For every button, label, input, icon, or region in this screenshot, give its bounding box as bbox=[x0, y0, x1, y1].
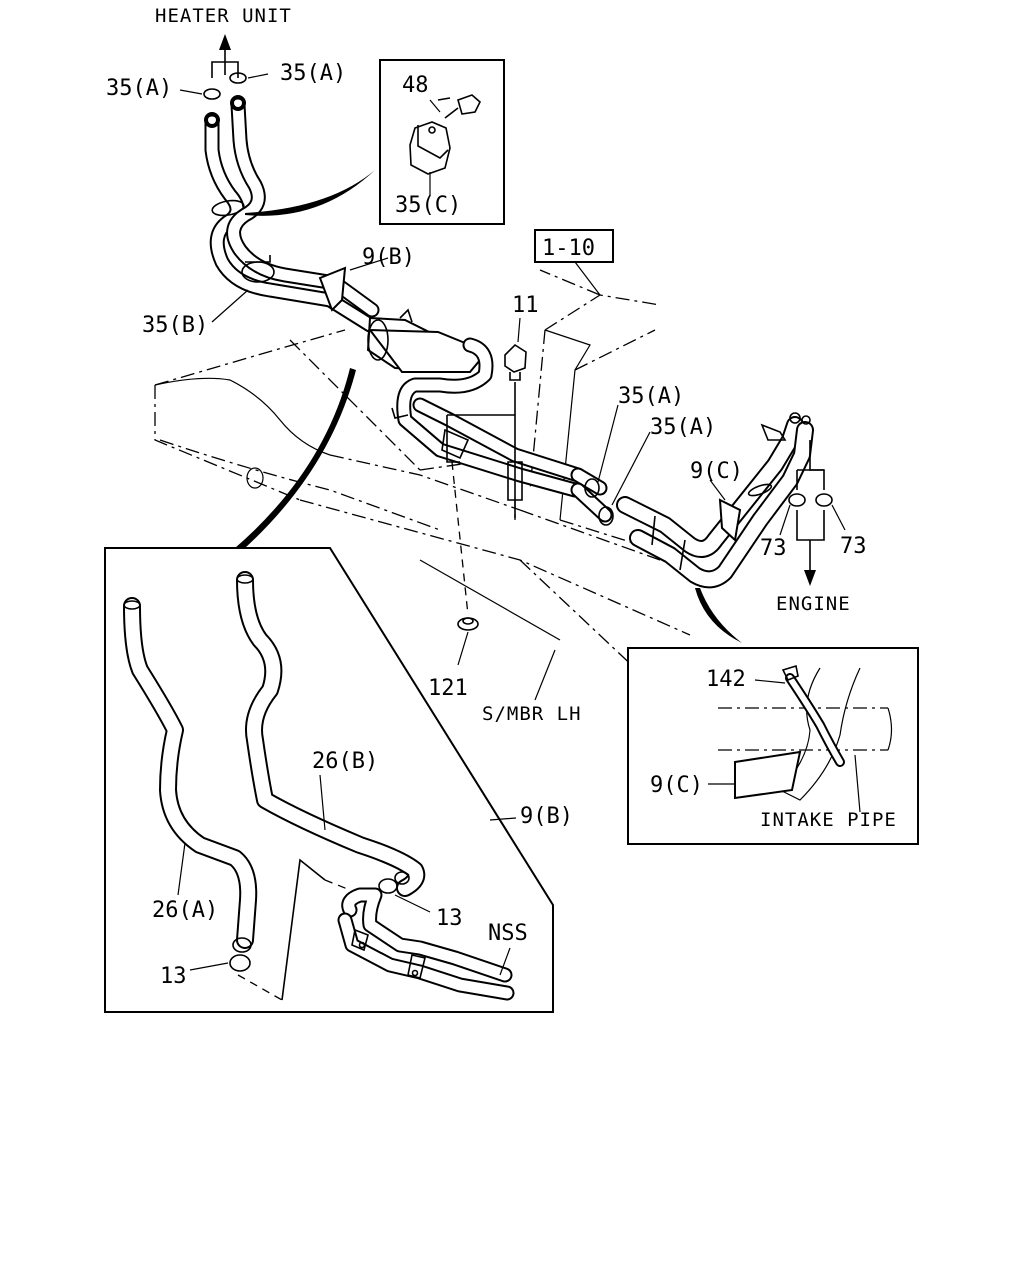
label-heater-unit: HEATER UNIT bbox=[155, 5, 292, 27]
label-nut-121: 121 bbox=[428, 676, 468, 701]
callout-swoosh-top bbox=[245, 170, 375, 216]
label-hose-26b: 26(B) bbox=[312, 749, 378, 774]
detail-box-hoses-26 bbox=[104, 547, 554, 1013]
label-clamp-35b: 35(B) bbox=[142, 313, 208, 338]
label-hose-26a: 26(A) bbox=[152, 898, 218, 923]
label-hose-9c-top: 9(C) bbox=[690, 459, 743, 484]
detail-box-intake-pipe bbox=[627, 647, 919, 845]
callout-swoosh-left bbox=[235, 368, 356, 548]
label-clamp-13-left: 13 bbox=[160, 964, 187, 989]
label-hose-142: 142 bbox=[706, 667, 746, 692]
label-intake-pipe: INTAKE PIPE bbox=[760, 809, 897, 831]
label-smbr-lh: S/MBR LH bbox=[482, 703, 582, 725]
bolt-11 bbox=[504, 343, 527, 520]
callout-swoosh-right bbox=[695, 588, 742, 643]
label-clamp-35a-top-right: 35(A) bbox=[280, 61, 346, 86]
leader-lines bbox=[211, 99, 726, 701]
engine-side-hoses bbox=[570, 412, 846, 589]
heater-unit-connection bbox=[179, 34, 269, 128]
label-bolt-11: 11 bbox=[512, 293, 539, 318]
label-hose-9b-detail: 9(B) bbox=[520, 804, 573, 829]
label-hose-9c-detail: 9(C) bbox=[650, 773, 703, 798]
label-clamp-35a-mid-2: 35(A) bbox=[650, 415, 716, 440]
ref-box-1-10 bbox=[534, 229, 614, 263]
label-ref-1-10: 1-10 bbox=[542, 236, 595, 261]
upper-hose-assembly bbox=[204, 97, 586, 498]
label-bracket-35c: 35(C) bbox=[395, 193, 461, 218]
detail-box-35c bbox=[379, 59, 505, 225]
label-nss: NSS bbox=[488, 921, 528, 946]
label-clamp-35a-top-left: 35(A) bbox=[106, 76, 172, 101]
label-clamp-73-right: 73 bbox=[840, 534, 867, 559]
label-hose-9b-top: 9(B) bbox=[362, 245, 415, 270]
label-bolt-48: 48 bbox=[402, 73, 429, 98]
label-clamp-35a-mid-1: 35(A) bbox=[618, 384, 684, 409]
label-engine: ENGINE bbox=[776, 593, 851, 615]
label-clamp-73-left: 73 bbox=[760, 536, 787, 561]
label-clamp-13-right: 13 bbox=[436, 906, 463, 931]
nut-121 bbox=[446, 414, 515, 666]
